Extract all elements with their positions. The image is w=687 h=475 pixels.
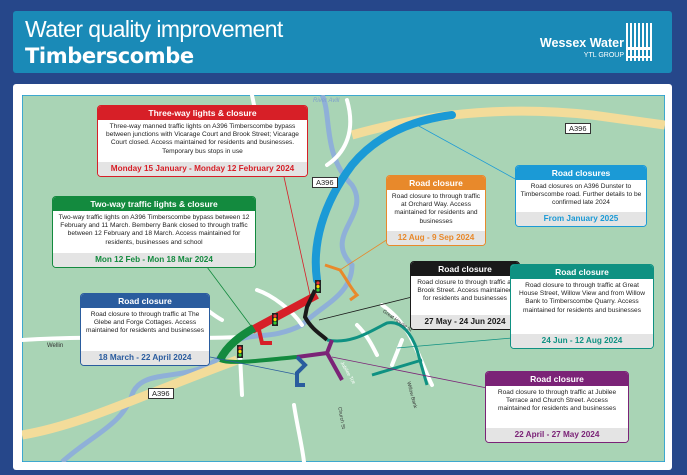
- route-a396-closure: [311, 111, 456, 284]
- route-great-house: [326, 321, 429, 386]
- logo-group: YTL GROUP: [583, 52, 624, 59]
- notice-body: Road closure to through traffic at The G…: [85, 311, 205, 335]
- notice-title: Road closure: [387, 176, 485, 190]
- notice-a396: Road closures Road closures on A396 Duns…: [515, 165, 647, 227]
- notice-dates: 18 March - 22 April 2024: [81, 351, 209, 365]
- notice-three-way: Three-way lights & closure Three-way man…: [97, 105, 308, 177]
- route-three-way: [250, 291, 319, 334]
- notice-body: Road closure to through traffic at Brook…: [417, 279, 513, 303]
- notice-glebe: Road closure Road closure to through tra…: [80, 293, 210, 366]
- ytl-logo-icon: [626, 23, 652, 61]
- traffic-light-icons: [237, 280, 321, 358]
- notice-orchard: Road closure Road closure to through tra…: [386, 175, 486, 246]
- header-banner: Water quality improvement Timberscombe W…: [13, 11, 672, 73]
- notice-title: Two-way traffic lights & closure: [53, 197, 255, 211]
- route-two-way: [216, 324, 257, 362]
- notice-body: Three-way manned traffic lights on A396 …: [106, 123, 299, 155]
- notice-body: Road closure to through traffic at Orcha…: [391, 193, 481, 225]
- notice-body: Road closure to through traffic at Jubil…: [497, 389, 617, 413]
- road-label-a396-west: A396: [148, 388, 174, 399]
- logo-brand: Wessex Water: [539, 36, 624, 50]
- notice-dates: 12 Aug - 9 Sep 2024: [387, 231, 485, 245]
- notice-title: Road closure: [486, 372, 628, 386]
- notice-two-way: Two-way traffic lights & closure Two-way…: [52, 196, 256, 268]
- page-title: Water quality improvement: [25, 16, 283, 42]
- notice-great-house: Road closure Road closure to through tra…: [510, 264, 654, 349]
- road-label-a396-east: A396: [565, 123, 591, 134]
- notice-dates: Mon 12 Feb - Mon 18 Mar 2024: [53, 253, 255, 267]
- a396-road-west: [22, 355, 239, 440]
- notice-body: Road closure to through traffic at Great…: [519, 282, 645, 314]
- notice-body: Road closures on A396 Dunster to Timbers…: [520, 183, 642, 207]
- street-label-west: Wellin: [47, 343, 64, 349]
- a396-road-east: [350, 106, 665, 140]
- notice-dates: 24 Jun - 12 Aug 2024: [511, 334, 653, 348]
- notice-body: Two-way traffic lights on A396 Timbersco…: [58, 214, 250, 246]
- river-label: River Avill: [313, 98, 340, 104]
- notice-jubilee: Road closure Road closure to through tra…: [485, 371, 629, 443]
- notice-dates: 22 April - 27 May 2024: [486, 428, 628, 442]
- notice-dates: Monday 15 January - Monday 12 February 2…: [98, 162, 307, 176]
- route-brook-street: [302, 289, 329, 342]
- route-glebe: [295, 355, 308, 387]
- notice-dates: From January 2025: [516, 212, 646, 226]
- notice-brook: Road closure Road closure to through tra…: [410, 261, 520, 330]
- notice-dates: 27 May - 24 Jun 2024: [411, 315, 519, 329]
- route-jubilee: [296, 339, 344, 381]
- notice-title: Road closure: [411, 262, 519, 276]
- road-label-a396-north: A396: [312, 177, 338, 188]
- page-subtitle: Timberscombe: [25, 44, 194, 68]
- notice-title: Road closure: [511, 265, 653, 279]
- notice-title: Road closures: [516, 166, 646, 180]
- notice-title: Road closure: [81, 294, 209, 308]
- notice-title: Three-way lights & closure: [98, 106, 307, 120]
